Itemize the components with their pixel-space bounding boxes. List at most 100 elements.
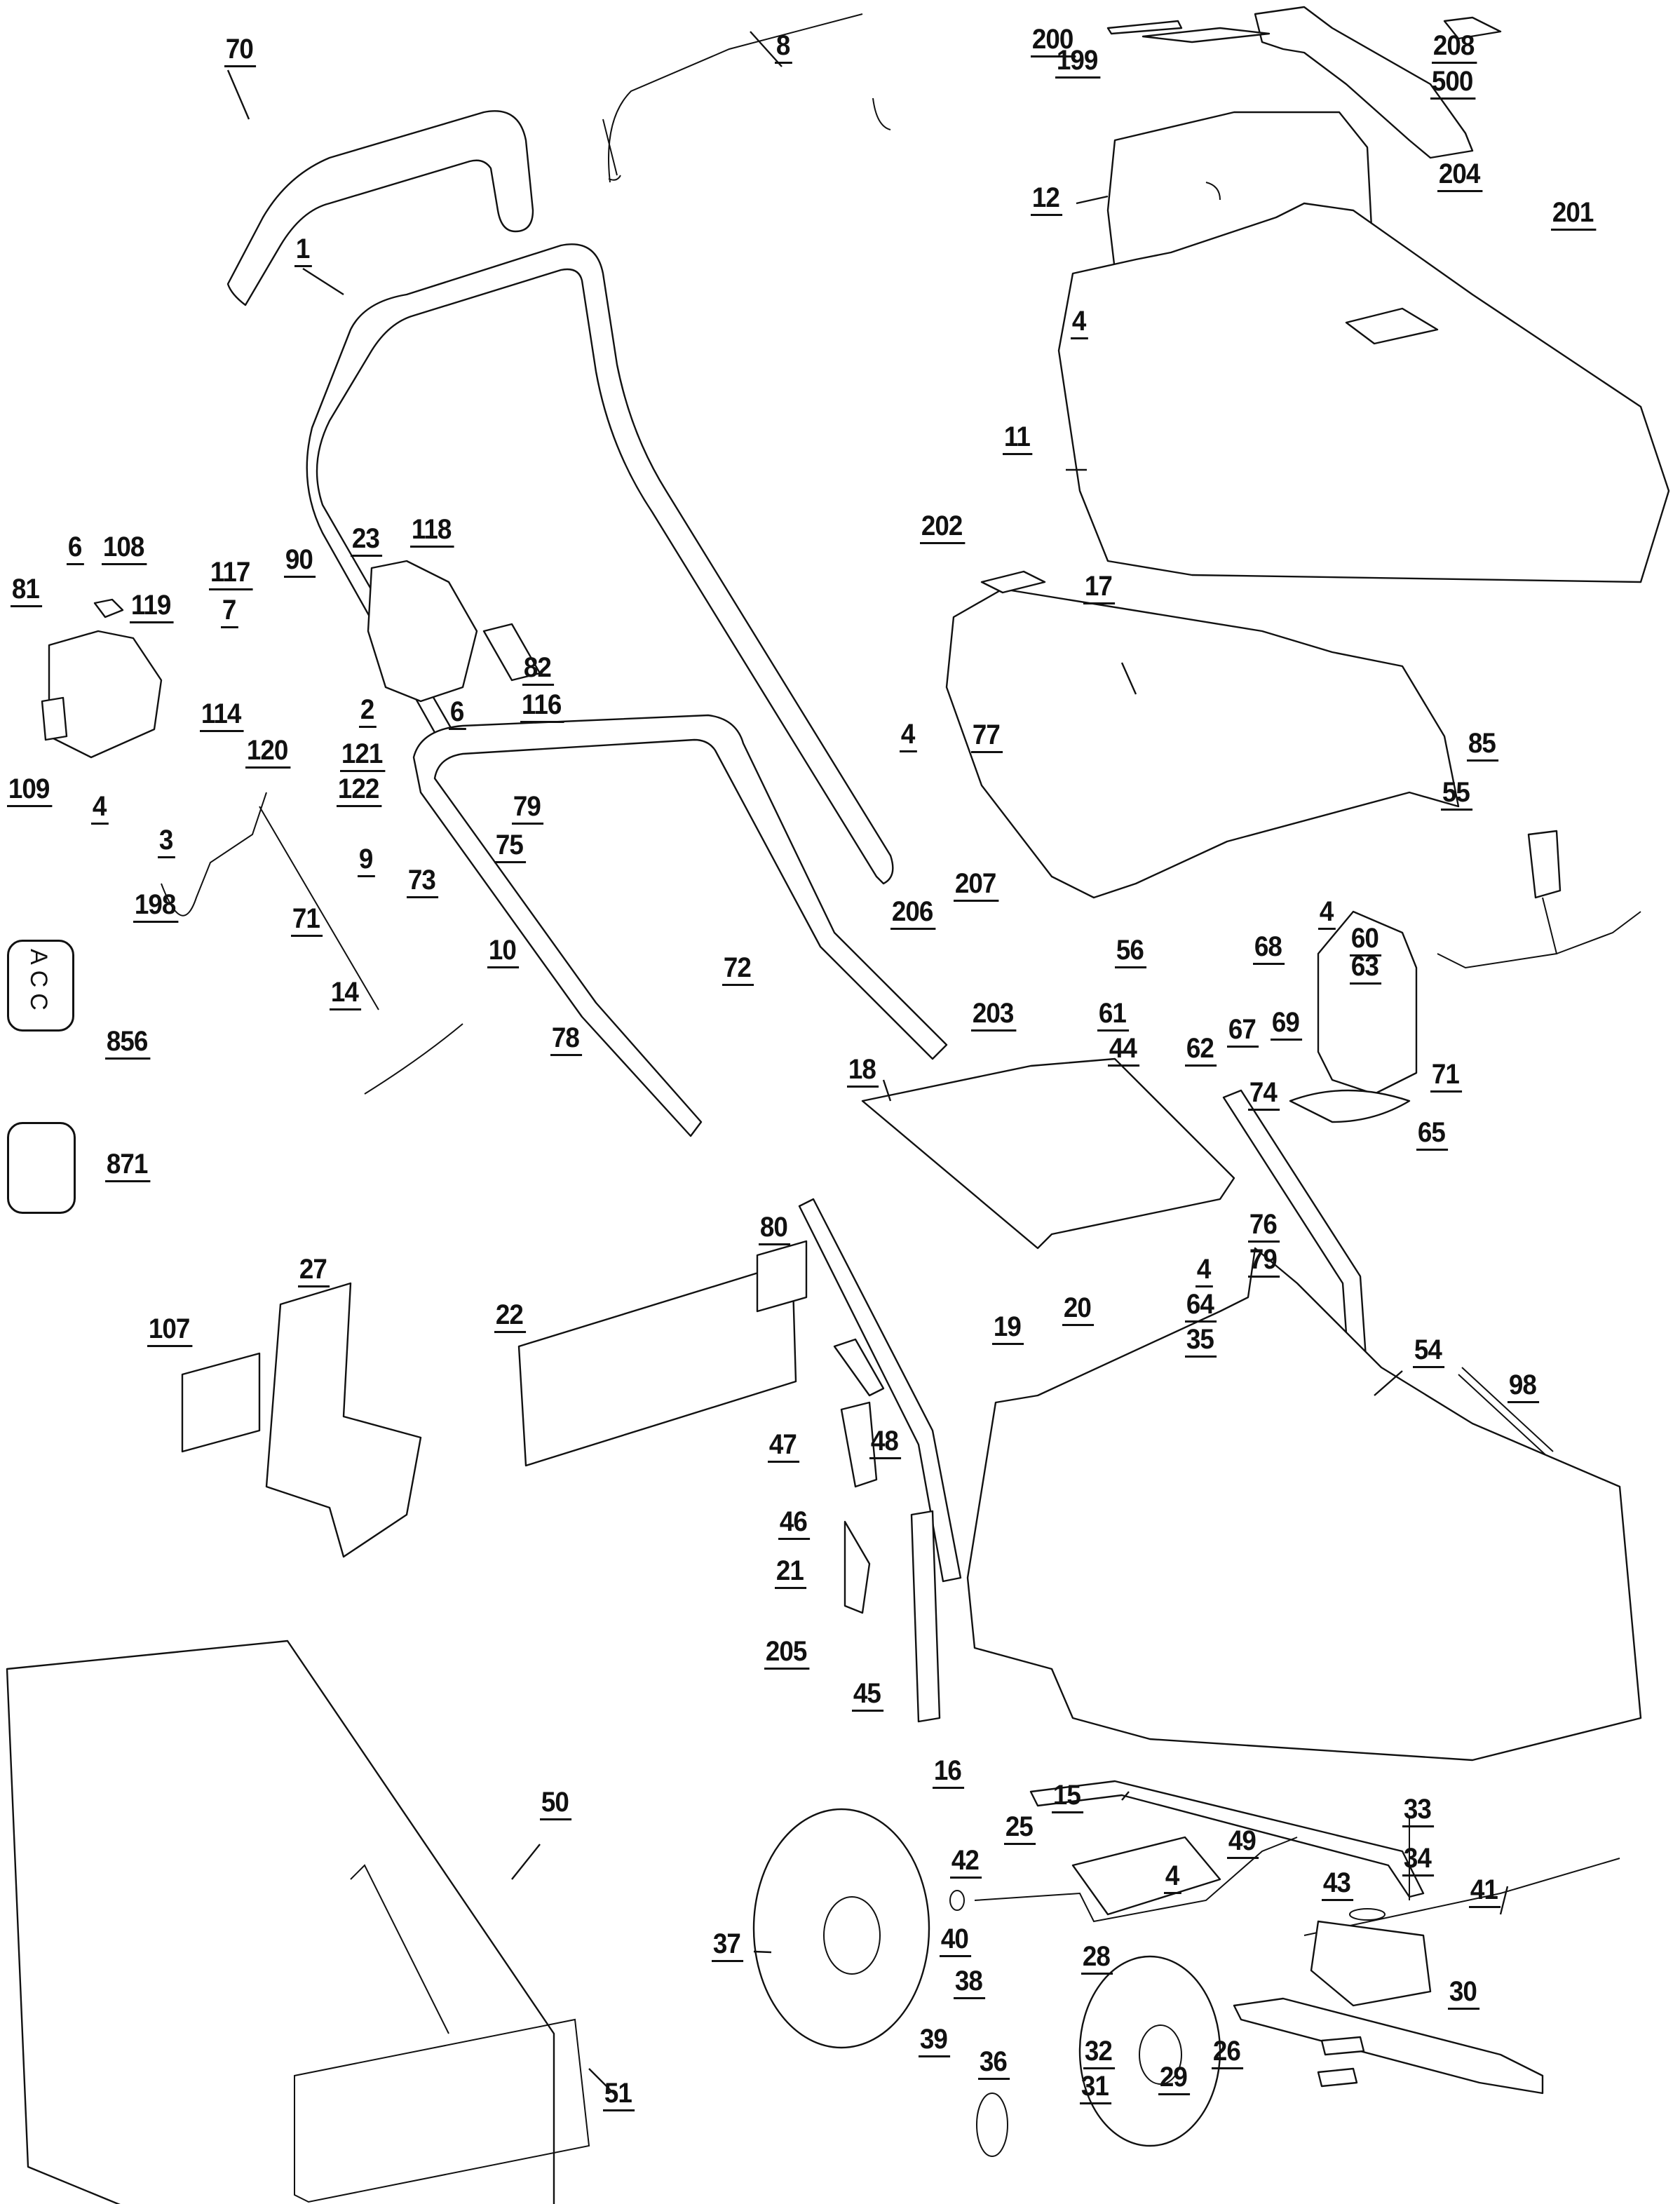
callout-4-motor: 4 [1318,898,1336,930]
part-41-front-axle [1303,1858,1620,1936]
callout-121: 121 [340,740,386,772]
part-109-label [41,696,68,741]
callout-65: 65 [1416,1118,1448,1151]
part-46-lever-bracket [840,1401,878,1488]
callout-6-right: 6 [449,698,467,730]
callout-15: 15 [1052,1781,1083,1813]
callout-201: 201 [1551,198,1597,231]
callout-8: 8 [775,32,793,64]
callout-208: 208 [1432,32,1477,64]
part-22-rear-guard [517,1261,797,1467]
part-204-clip [1205,182,1221,201]
callout-10: 10 [487,936,519,968]
acc-label: ACC [25,949,52,1016]
callout-18: 18 [847,1055,879,1088]
part-37-wheel [752,1808,930,2049]
part-6-switch-box-right [367,560,478,703]
part-98-spring [1458,1367,1554,1459]
callout-122: 122 [337,775,382,807]
callout-43: 43 [1322,1869,1353,1901]
callout-119: 119 [130,591,174,623]
part-36-wheel [1078,1955,1221,2147]
callout-202: 202 [920,512,966,544]
callout-77-label: 77 [971,721,1003,753]
callout-85: 85 [1467,729,1498,762]
leader-8 [750,31,783,67]
callout-41: 41 [1469,1876,1501,1908]
callout-71-left: 71 [291,905,323,937]
leader-15 [1121,1791,1130,1801]
part-39-hub-cap [976,2093,1008,2157]
part-500-battery-handle [1254,6,1474,159]
callout-200: 200 [1031,25,1076,58]
part-71-cable [1437,897,1641,969]
part-6-switch-box-left [48,630,163,759]
leader-51 [588,2068,618,2097]
part-200-label [1106,20,1183,35]
callout-45: 45 [852,1679,883,1712]
part-25-plate [1071,1836,1221,1916]
callout-4-mid: 4 [900,720,918,752]
part-36-wheel-hub [1139,2024,1182,2085]
part-50-grass-bag [6,1640,555,2204]
leader-1 [302,267,344,296]
callout-71-motor: 71 [1430,1060,1462,1093]
callout-27: 27 [298,1255,330,1287]
callout-39: 39 [919,2025,950,2057]
leader-18 [882,1079,892,1102]
callout-76: 76 [1248,1210,1280,1243]
accessory-856-icon: ACC [7,940,74,1032]
callout-67: 67 [1227,1015,1259,1048]
part-17-battery-housing [945,588,1460,899]
part-mower-deck [966,1247,1642,1762]
callout-6-left: 6 [67,533,85,565]
callout-120: 120 [245,736,291,769]
callout-21: 21 [775,1557,806,1589]
part-30-fan [1310,1920,1432,2007]
part-65-motor-flange [1289,1089,1411,1123]
leader-17 [1120,662,1137,695]
callout-107: 107 [147,1315,193,1347]
callout-62: 62 [1185,1034,1217,1067]
callout-55: 55 [1441,778,1472,811]
callout-109: 109 [7,775,53,807]
part-42-rear-axle [974,1837,1298,1923]
callout-11: 11 [1003,423,1033,455]
callout-198: 198 [133,891,179,923]
part-208-label [1443,16,1502,40]
callout-117: 117 [209,558,253,590]
part-3-wiring [161,792,379,1010]
callout-33: 33 [1402,1795,1434,1827]
callout-9: 9 [358,845,376,877]
callout-46: 46 [778,1508,810,1540]
callout-49: 49 [1227,1827,1259,1859]
callout-61: 61 [1097,999,1129,1032]
callout-3: 3 [158,826,176,858]
callout-42: 42 [950,1846,982,1879]
callout-90: 90 [284,546,316,578]
callout-28: 28 [1081,1942,1113,1975]
part-26-blade [1233,1997,1544,2095]
callout-116: 116 [520,691,564,723]
callout-98: 98 [1508,1371,1539,1403]
callout-78: 78 [550,1024,582,1056]
part-37-wheel-hub [823,1896,881,1975]
callout-51: 51 [603,2079,635,2111]
part-47-height-lever [833,1338,885,1397]
callout-207: 207 [954,870,999,902]
callout-7: 7 [221,596,239,628]
callout-4-left: 4 [91,792,109,825]
part-51-bag-frame [294,1864,590,2203]
part-lower-frame-left [798,1198,962,1583]
callout-204: 204 [1437,160,1483,192]
callout-205: 205 [764,1637,810,1670]
callout-500: 500 [1430,67,1476,100]
callout-80: 80 [759,1213,790,1245]
callout-74: 74 [1248,1079,1280,1111]
part-201-label [1345,307,1439,345]
callout-64: 64 [1185,1290,1217,1323]
callout-856: 856 [105,1027,151,1060]
callout-38: 38 [954,1967,985,1999]
part-71-motor [1317,910,1418,1095]
part-29-blade-holder [1320,2036,1365,2056]
